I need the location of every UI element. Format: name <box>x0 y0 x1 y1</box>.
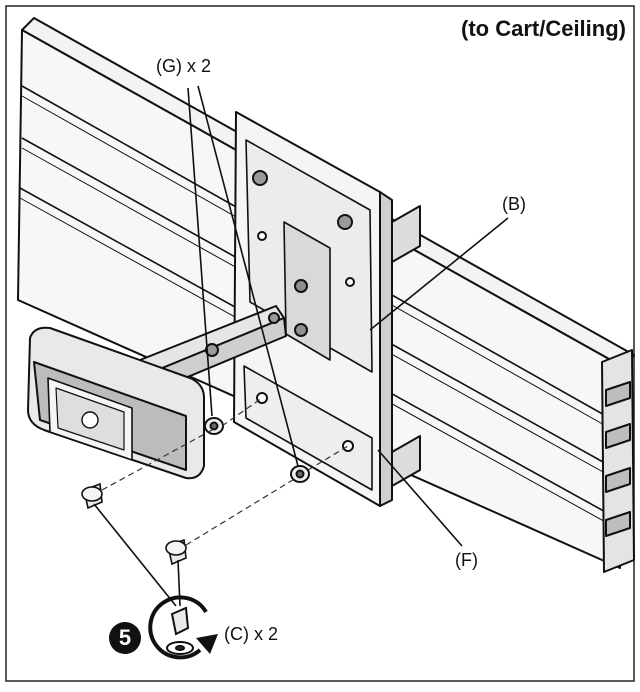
rotate-clockwise-icon <box>148 595 218 660</box>
step-number-badge: 5 <box>109 622 141 654</box>
alignment-lines <box>101 397 349 546</box>
screws-c <box>81 482 187 566</box>
callout-f: (F) <box>455 550 478 570</box>
callout-b: (B) <box>502 194 526 214</box>
screw-head-icon <box>166 606 194 655</box>
callout-g: (G) x 2 <box>156 56 212 76</box>
diagram-title: (to Cart/Ceiling) <box>461 16 626 41</box>
callout-c: (C) x 2 <box>224 624 278 644</box>
mount-arm <box>27 305 310 483</box>
